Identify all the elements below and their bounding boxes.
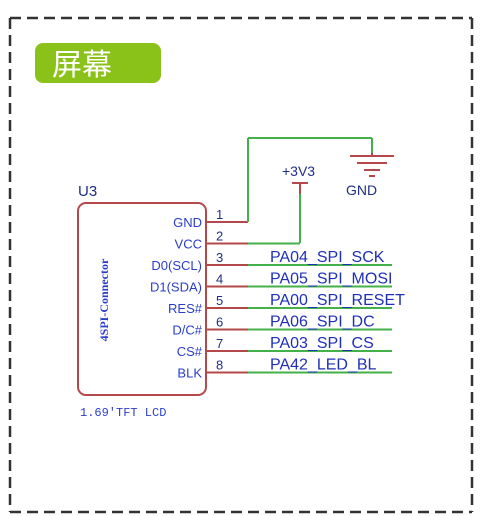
section-border (8, 16, 474, 514)
vcc-symbol (292, 182, 308, 194)
pin-5: RES# 5 (168, 293, 248, 316)
net-label: PA05_SPI_MOSI (270, 271, 392, 288)
gnd-wire (247, 137, 373, 222)
net-label: PA04_SPI_SCK (270, 249, 385, 266)
component-body (77, 202, 207, 396)
pin-number: 8 (216, 358, 223, 373)
title-badge-bg (35, 43, 161, 83)
net-labels: PA04_SPI_SCK PA05_SPI_MOSI PA00_SPI_RESET P… (248, 249, 405, 374)
net-label: PA00_SPI_RESET (270, 292, 405, 309)
pin-7: CS# 7 (177, 336, 248, 359)
pin-name: GND (173, 215, 202, 230)
pin-8: BLK 8 (177, 358, 248, 381)
vcc-label: +3V3 (282, 163, 315, 179)
ground-symbol (350, 153, 394, 177)
pin-4: D1(SDA) 4 (150, 272, 248, 295)
pin-number: 7 (216, 336, 223, 351)
net-6: PA06_SPI_DC (248, 314, 392, 331)
pin-name: D/C# (172, 323, 202, 338)
pin-1: GND 1 (173, 207, 248, 230)
section-title-badge: 屏幕 (35, 43, 161, 83)
pin-name: CS# (177, 344, 203, 359)
pin-2: VCC 2 (175, 229, 248, 252)
component-footer-label: 1.69'TFT LCD (80, 406, 166, 420)
gnd-label: GND (346, 182, 377, 198)
pin-name: RES# (168, 301, 203, 316)
pin-6: D/C# 6 (172, 315, 248, 338)
pin-number: 6 (216, 315, 223, 330)
net-7: PA03_SPI_CS (248, 335, 392, 352)
net-4: PA05_SPI_MOSI (248, 271, 392, 288)
component-designator: U3 (78, 183, 97, 200)
pin-3: D0(SCL) 3 (151, 250, 248, 273)
pin-number: 4 (216, 272, 223, 287)
section-title: 屏幕 (52, 48, 112, 83)
pin-number: 1 (216, 207, 223, 222)
net-label: PA03_SPI_CS (270, 335, 374, 352)
pin-name: D0(SCL) (151, 258, 202, 273)
pin-number: 5 (216, 293, 223, 308)
component-inner-label: 4SPI-Connector (97, 258, 111, 341)
pin-name: BLK (177, 366, 202, 381)
net-label: PA42_LED_BL (270, 357, 377, 374)
pin-number: 2 (216, 229, 223, 244)
pin-name: VCC (175, 237, 202, 252)
pin-name: D1(SDA) (150, 280, 202, 295)
pin-number: 3 (216, 250, 223, 265)
net-label: PA06_SPI_DC (270, 314, 375, 331)
net-8: PA42_LED_BL (248, 357, 392, 374)
net-5: PA00_SPI_RESET (248, 292, 405, 309)
net-3: PA04_SPI_SCK (248, 249, 392, 266)
